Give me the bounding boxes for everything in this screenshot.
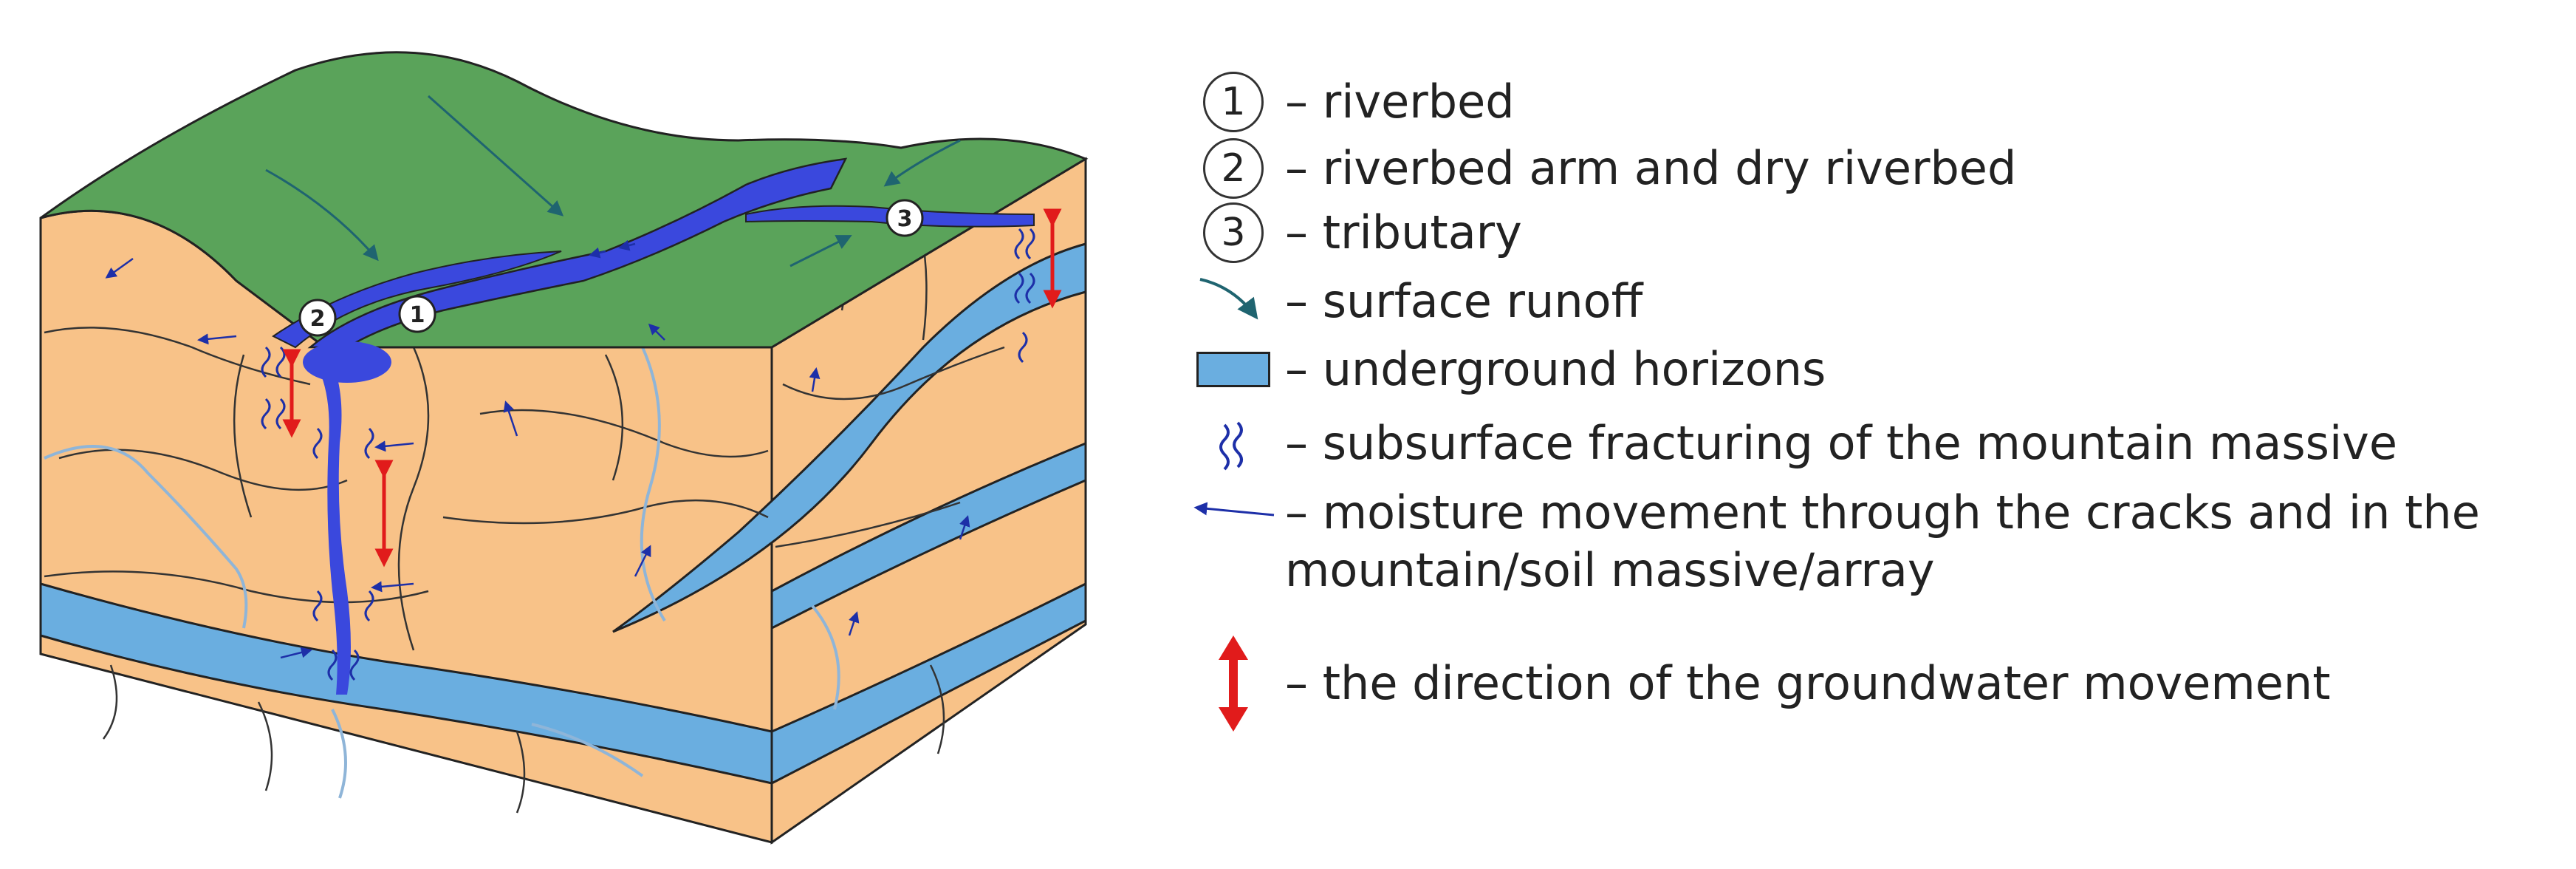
legend-item-underground-horizons: – underground horizons [1182,336,2555,403]
legend-text: – moisture movement through the cracks a… [1285,485,2480,597]
fracturing-squiggle-icon [1219,421,1243,471]
double-red-arrow-icon [1219,635,1248,732]
riverbed-pool [303,341,391,383]
moisture-cracks [44,347,840,799]
legend-item-moisture-movement: – moisture movement through the cracks a… [1182,484,2555,632]
svg-text:3: 3 [897,206,913,232]
moisture-arrow-icon [1193,502,1275,517]
surface-runoff-arrows [265,95,961,267]
legend-item-groundwater-direction: – the direction of the groundwater movem… [1182,632,2555,735]
legend-text: – riverbed [1285,74,1515,129]
circle-3-icon: 3 [1203,202,1264,263]
legend: 1 – riverbed 2 – riverbed arm and dry ri… [1182,67,2555,735]
legend-text: – the direction of the groundwater movem… [1285,656,2331,711]
legend-item-riverbed-arm: 2 – riverbed arm and dry riverbed [1182,137,2555,200]
underground-horizon-right-upper [612,242,1087,633]
top-surface [40,51,1089,349]
legend-text: – subsurface fracturing of the mountain … [1285,416,2398,471]
circle-1-icon: 1 [1203,71,1264,132]
legend-text: – tributary [1285,205,1522,260]
label-3: 3 [886,199,924,237]
underground-horizon-right-lower [770,582,1087,785]
legend-item-surface-runoff: – surface runoff [1182,266,2555,336]
riverbed [307,157,848,349]
geological-block-diagram: 2 1 3 [39,51,1089,845]
svg-text:1: 1 [410,302,425,328]
circle-2-icon: 2 [1203,137,1264,199]
legend-text: – underground horizons [1285,342,1826,397]
fracture-zone [310,347,351,695]
surface-runoff-icon [1199,277,1258,319]
legend-item-fracturing: – subsurface fracturing of the mountain … [1182,403,2555,484]
riverbed-arm [272,251,562,349]
legend-item-riverbed: 1 – riverbed [1182,67,2555,137]
svg-text:2: 2 [310,306,326,332]
underground-horizon-right-middle [770,441,1087,630]
moisture-movement-arrows [105,239,970,659]
underground-horizon-swatch-icon [1196,352,1270,387]
label-2: 2 [298,299,337,337]
legend-item-tributary: 3 – tributary [1182,200,2555,266]
legend-text: – riverbed arm and dry riverbed [1285,140,2017,195]
label-1: 1 [398,295,436,333]
groundwater-direction-arrows [282,208,1062,568]
legend-text: – surface runoff [1285,273,1643,328]
